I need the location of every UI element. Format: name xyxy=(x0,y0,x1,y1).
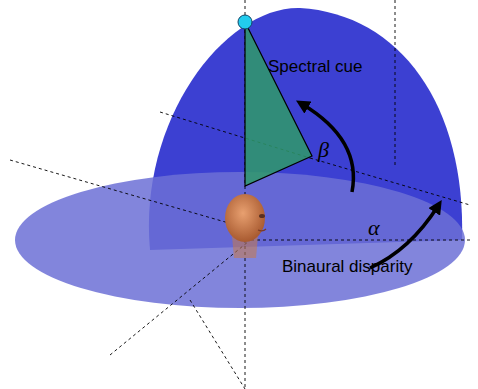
sound-source xyxy=(238,15,252,29)
elevation-arc xyxy=(302,104,353,192)
angle-symbol: β xyxy=(318,138,329,162)
head xyxy=(225,194,266,258)
elevation-triangle xyxy=(245,22,312,186)
angle-symbol: α xyxy=(368,216,380,240)
axis-lines xyxy=(10,0,470,389)
cue-label: Binaural disparity xyxy=(282,258,412,277)
cue-label: Spectral cue xyxy=(268,58,363,77)
